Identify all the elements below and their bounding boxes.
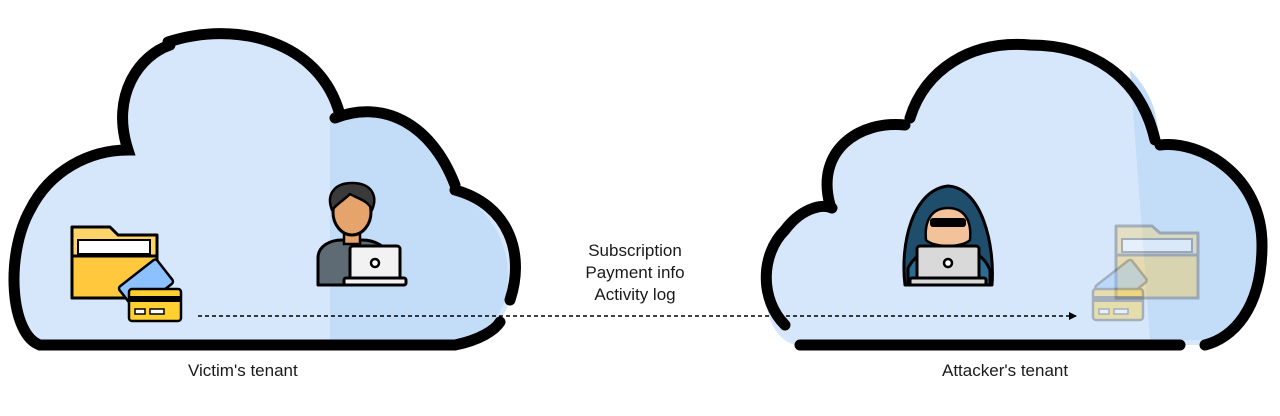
transfer-item: Payment info bbox=[585, 263, 685, 282]
credit-card-icon bbox=[1091, 258, 1148, 322]
victim-tenant-label: Victim's tenant bbox=[188, 361, 298, 380]
attacker-cloud bbox=[760, 38, 1268, 351]
transfer-item: Subscription bbox=[588, 241, 682, 260]
transfer-item: Activity log bbox=[594, 285, 676, 304]
credit-card-icon bbox=[117, 258, 183, 323]
attacker-tenant-label: Attacker's tenant bbox=[942, 361, 1069, 380]
hooded-hacker-icon bbox=[902, 184, 994, 287]
user-with-laptop-icon bbox=[316, 181, 408, 287]
folder-icon bbox=[1114, 224, 1200, 300]
transferred-items: Subscription Payment info Activity log bbox=[560, 240, 710, 306]
folder-icon bbox=[70, 225, 159, 300]
